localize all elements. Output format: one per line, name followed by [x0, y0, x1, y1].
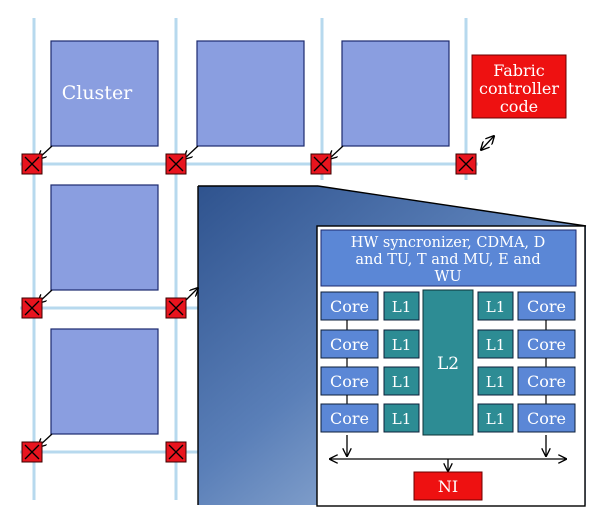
core-block: Core	[517, 366, 576, 396]
fabric-controller-link	[481, 136, 494, 150]
cluster-block	[341, 40, 450, 147]
fabric-controller-line-2: controller	[479, 79, 559, 98]
switch-node	[165, 297, 187, 319]
l1-label: L1	[392, 373, 412, 391]
fabric-controller: Fabric controller code	[471, 54, 567, 150]
switch-node	[165, 153, 187, 175]
core-block: Core	[320, 403, 379, 433]
cluster-zoom: HW syncronizer, CDMA, D and TU, T and MU…	[185, 185, 587, 507]
l2-cache	[422, 289, 474, 436]
ni-label: NI	[438, 477, 458, 496]
network-interface	[413, 471, 483, 501]
l1-cache: L1	[477, 366, 514, 396]
core-block: Core	[320, 291, 379, 321]
sync-line-1: HW syncronizer, CDMA, D	[351, 235, 546, 251]
l1-cache: L1	[383, 366, 420, 396]
core-label: Core	[527, 297, 566, 316]
l1-cache: L1	[477, 291, 514, 321]
cluster-block	[50, 40, 159, 147]
l1-cache: L1	[383, 403, 420, 433]
cluster-block	[196, 40, 305, 147]
grid-lines	[20, 18, 478, 500]
core-label: Core	[527, 372, 566, 391]
switch-node	[455, 153, 477, 175]
l1-label: L1	[392, 298, 412, 316]
fabric-controller-line-1: Fabric	[493, 61, 545, 80]
core-label: Core	[330, 335, 369, 354]
core-block: Core	[517, 291, 576, 321]
l1-label: L1	[392, 410, 412, 428]
hw-synchronizer-block	[320, 229, 577, 287]
switch-node	[21, 153, 43, 175]
core-label: Core	[527, 335, 566, 354]
switch-node	[21, 297, 43, 319]
core-label: Core	[330, 372, 369, 391]
switch-node	[21, 441, 43, 463]
switch-node	[310, 153, 332, 175]
l1-cache: L1	[477, 403, 514, 433]
zoom-link	[185, 288, 198, 301]
core-block: Core	[517, 403, 576, 433]
l1-label: L1	[486, 336, 506, 354]
cluster-block	[50, 328, 159, 435]
sync-line-2: and TU, T and MU, E and	[355, 252, 540, 268]
core-label: Core	[330, 409, 369, 428]
cluster-block	[50, 184, 159, 291]
core-label: Core	[527, 409, 566, 428]
switches	[21, 153, 477, 463]
interconnect-bus	[330, 435, 566, 471]
l1-label: L1	[392, 336, 412, 354]
l1-cache: L1	[477, 329, 514, 359]
cluster-label: Cluster	[62, 82, 133, 104]
l1-label: L1	[486, 410, 506, 428]
core-block: Core	[320, 329, 379, 359]
l1-label: L1	[486, 298, 506, 316]
sync-line-3: WU	[434, 269, 461, 285]
l2-label: L2	[437, 354, 459, 374]
switch-node	[165, 441, 187, 463]
core-block: Core	[320, 366, 379, 396]
clusters	[50, 40, 450, 435]
fabric-controller-line-3: code	[500, 97, 538, 116]
core-label: Core	[330, 297, 369, 316]
l1-cache: L1	[383, 291, 420, 321]
core-block: Core	[517, 329, 576, 359]
l1-cache: L1	[383, 329, 420, 359]
fabric-controller-box	[471, 54, 567, 119]
l1-label: L1	[486, 373, 506, 391]
